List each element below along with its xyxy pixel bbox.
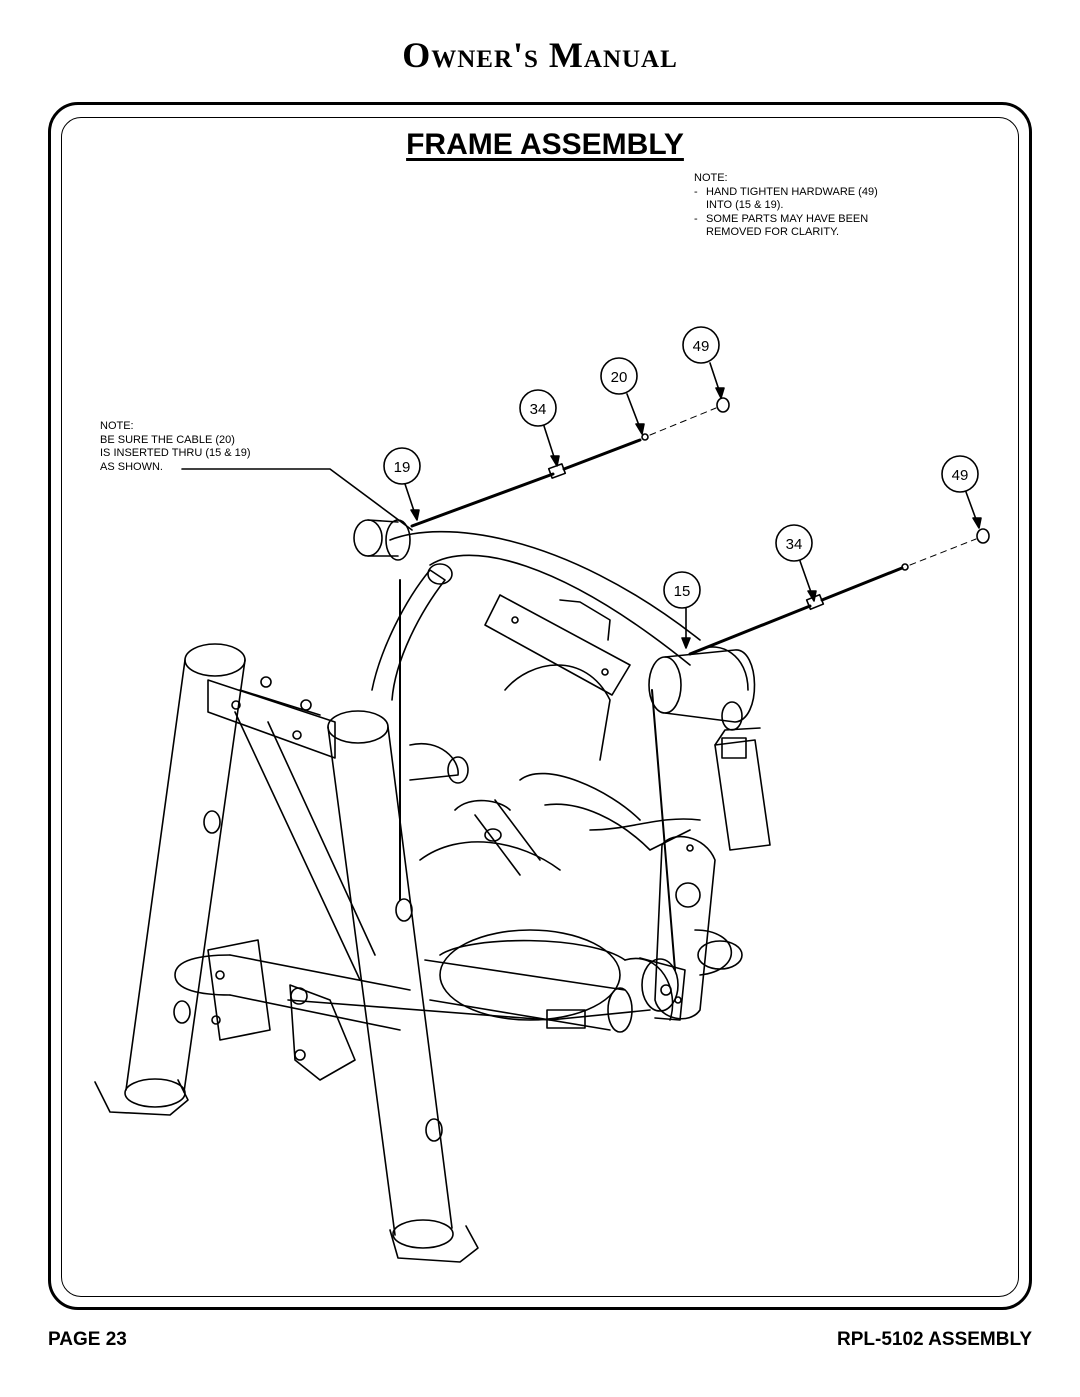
callout-34-top: 34 — [519, 389, 560, 467]
cable-right — [688, 528, 990, 656]
callout-49-top: 49 — [682, 326, 725, 399]
callout-34-right: 34 — [775, 524, 817, 602]
lower-left-plate — [207, 939, 356, 1081]
note-line: INTO (15 & 19). — [706, 199, 784, 211]
lower-cross-tube — [174, 954, 674, 1033]
lower-base — [439, 929, 743, 1021]
model-name: RPL-5102 ASSEMBLY — [837, 1329, 1032, 1350]
callout-label: 19 — [394, 459, 411, 476]
note-line: HAND TIGHTEN HARDWARE (49) — [706, 185, 878, 198]
right-bracket — [714, 727, 771, 851]
page-number: PAGE 23 — [48, 1329, 127, 1350]
note-cable: NOTE: BE SURE THE CABLE (20) IS INSERTED… — [100, 420, 251, 474]
frame-border-inner — [61, 117, 1019, 1297]
note-leader — [181, 468, 413, 531]
right-pulley — [648, 646, 756, 731]
callout-label: 49 — [693, 338, 710, 355]
top-plate — [207, 676, 336, 759]
right-roller — [639, 957, 686, 1021]
cable-upper — [410, 397, 730, 528]
note-line: AS SHOWN. — [100, 460, 163, 473]
note-heading: NOTE: — [100, 420, 134, 432]
section-title: FRAME ASSEMBLY — [406, 128, 684, 161]
note-line: SOME PARTS MAY HAVE BEEN — [706, 212, 869, 225]
manual-title: Owner's Manual — [402, 35, 678, 75]
note-hardware: NOTE: - HAND TIGHTEN HARDWARE (49) INTO … — [694, 172, 878, 240]
center-mechanism — [409, 664, 701, 876]
callout-15: 15 — [663, 571, 701, 649]
note-line: REMOVED FOR CLARITY. — [706, 226, 840, 238]
note-heading: NOTE: — [694, 172, 728, 184]
callout-20: 20 — [600, 357, 645, 435]
frame-border-outer — [48, 102, 1032, 1310]
cable-guide — [287, 579, 676, 1029]
callout-label: 34 — [786, 536, 803, 553]
note-line: IS INSERTED THRU (15 & 19) — [100, 447, 251, 459]
callout-label: 20 — [611, 369, 628, 386]
front-leg — [327, 710, 479, 1263]
callout-label: 49 — [952, 467, 969, 484]
callout-49-right: 49 — [941, 455, 982, 529]
callout-19: 19 — [383, 447, 421, 521]
callout-label: 34 — [530, 401, 547, 418]
upper-arm-frame — [353, 519, 701, 701]
right-side-plate — [654, 835, 716, 1020]
callout-label: 15 — [674, 583, 691, 600]
diagonal-brace — [234, 711, 376, 981]
note-item: - HAND TIGHTEN HARDWARE (49) INTO (15 & … — [694, 185, 878, 212]
bracket-plate — [484, 594, 631, 696]
note-item: - SOME PARTS MAY HAVE BEEN REMOVED FOR C… — [694, 212, 869, 239]
rear-left-leg — [94, 643, 246, 1116]
note-line: BE SURE THE CABLE (20) — [100, 433, 235, 446]
